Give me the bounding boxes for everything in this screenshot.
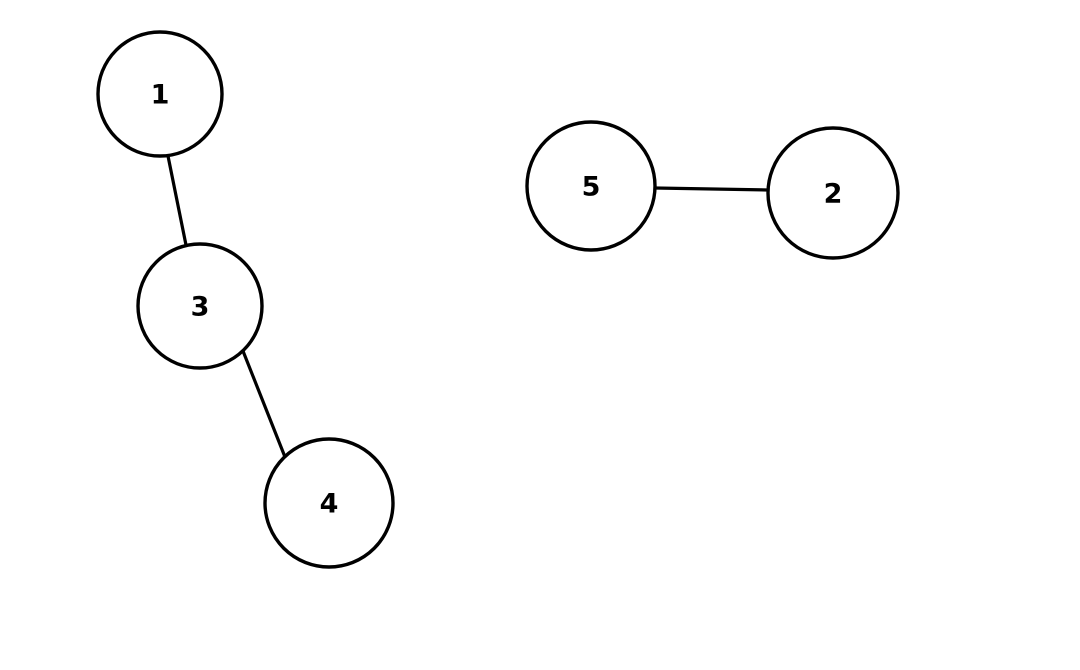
edge-layer (166, 154, 770, 459)
node-circle-3[interactable] (136, 242, 264, 370)
node-label-5: 5 (582, 172, 601, 203)
node-label-3: 3 (191, 292, 210, 323)
graph-edge-3-4[interactable] (241, 349, 287, 459)
node-label-2: 2 (824, 179, 843, 210)
graph-node-2[interactable]: 2 (766, 126, 900, 260)
node-layer: 1 3 4 5 2 (96, 30, 900, 569)
node-circle-4[interactable] (263, 437, 395, 569)
graph-edge-5-2[interactable] (653, 186, 770, 192)
node-circle-5[interactable] (525, 120, 657, 252)
node-circle-2[interactable] (766, 126, 900, 260)
graph-node-1[interactable]: 1 (96, 30, 224, 158)
node-label-1: 1 (151, 80, 170, 111)
graph-node-4[interactable]: 4 (263, 437, 395, 569)
graph-node-5[interactable]: 5 (525, 120, 657, 252)
graph-edge-1-3[interactable] (166, 154, 188, 247)
node-circle-1[interactable] (96, 30, 224, 158)
node-label-4: 4 (320, 489, 339, 520)
graph-node-3[interactable]: 3 (136, 242, 264, 370)
